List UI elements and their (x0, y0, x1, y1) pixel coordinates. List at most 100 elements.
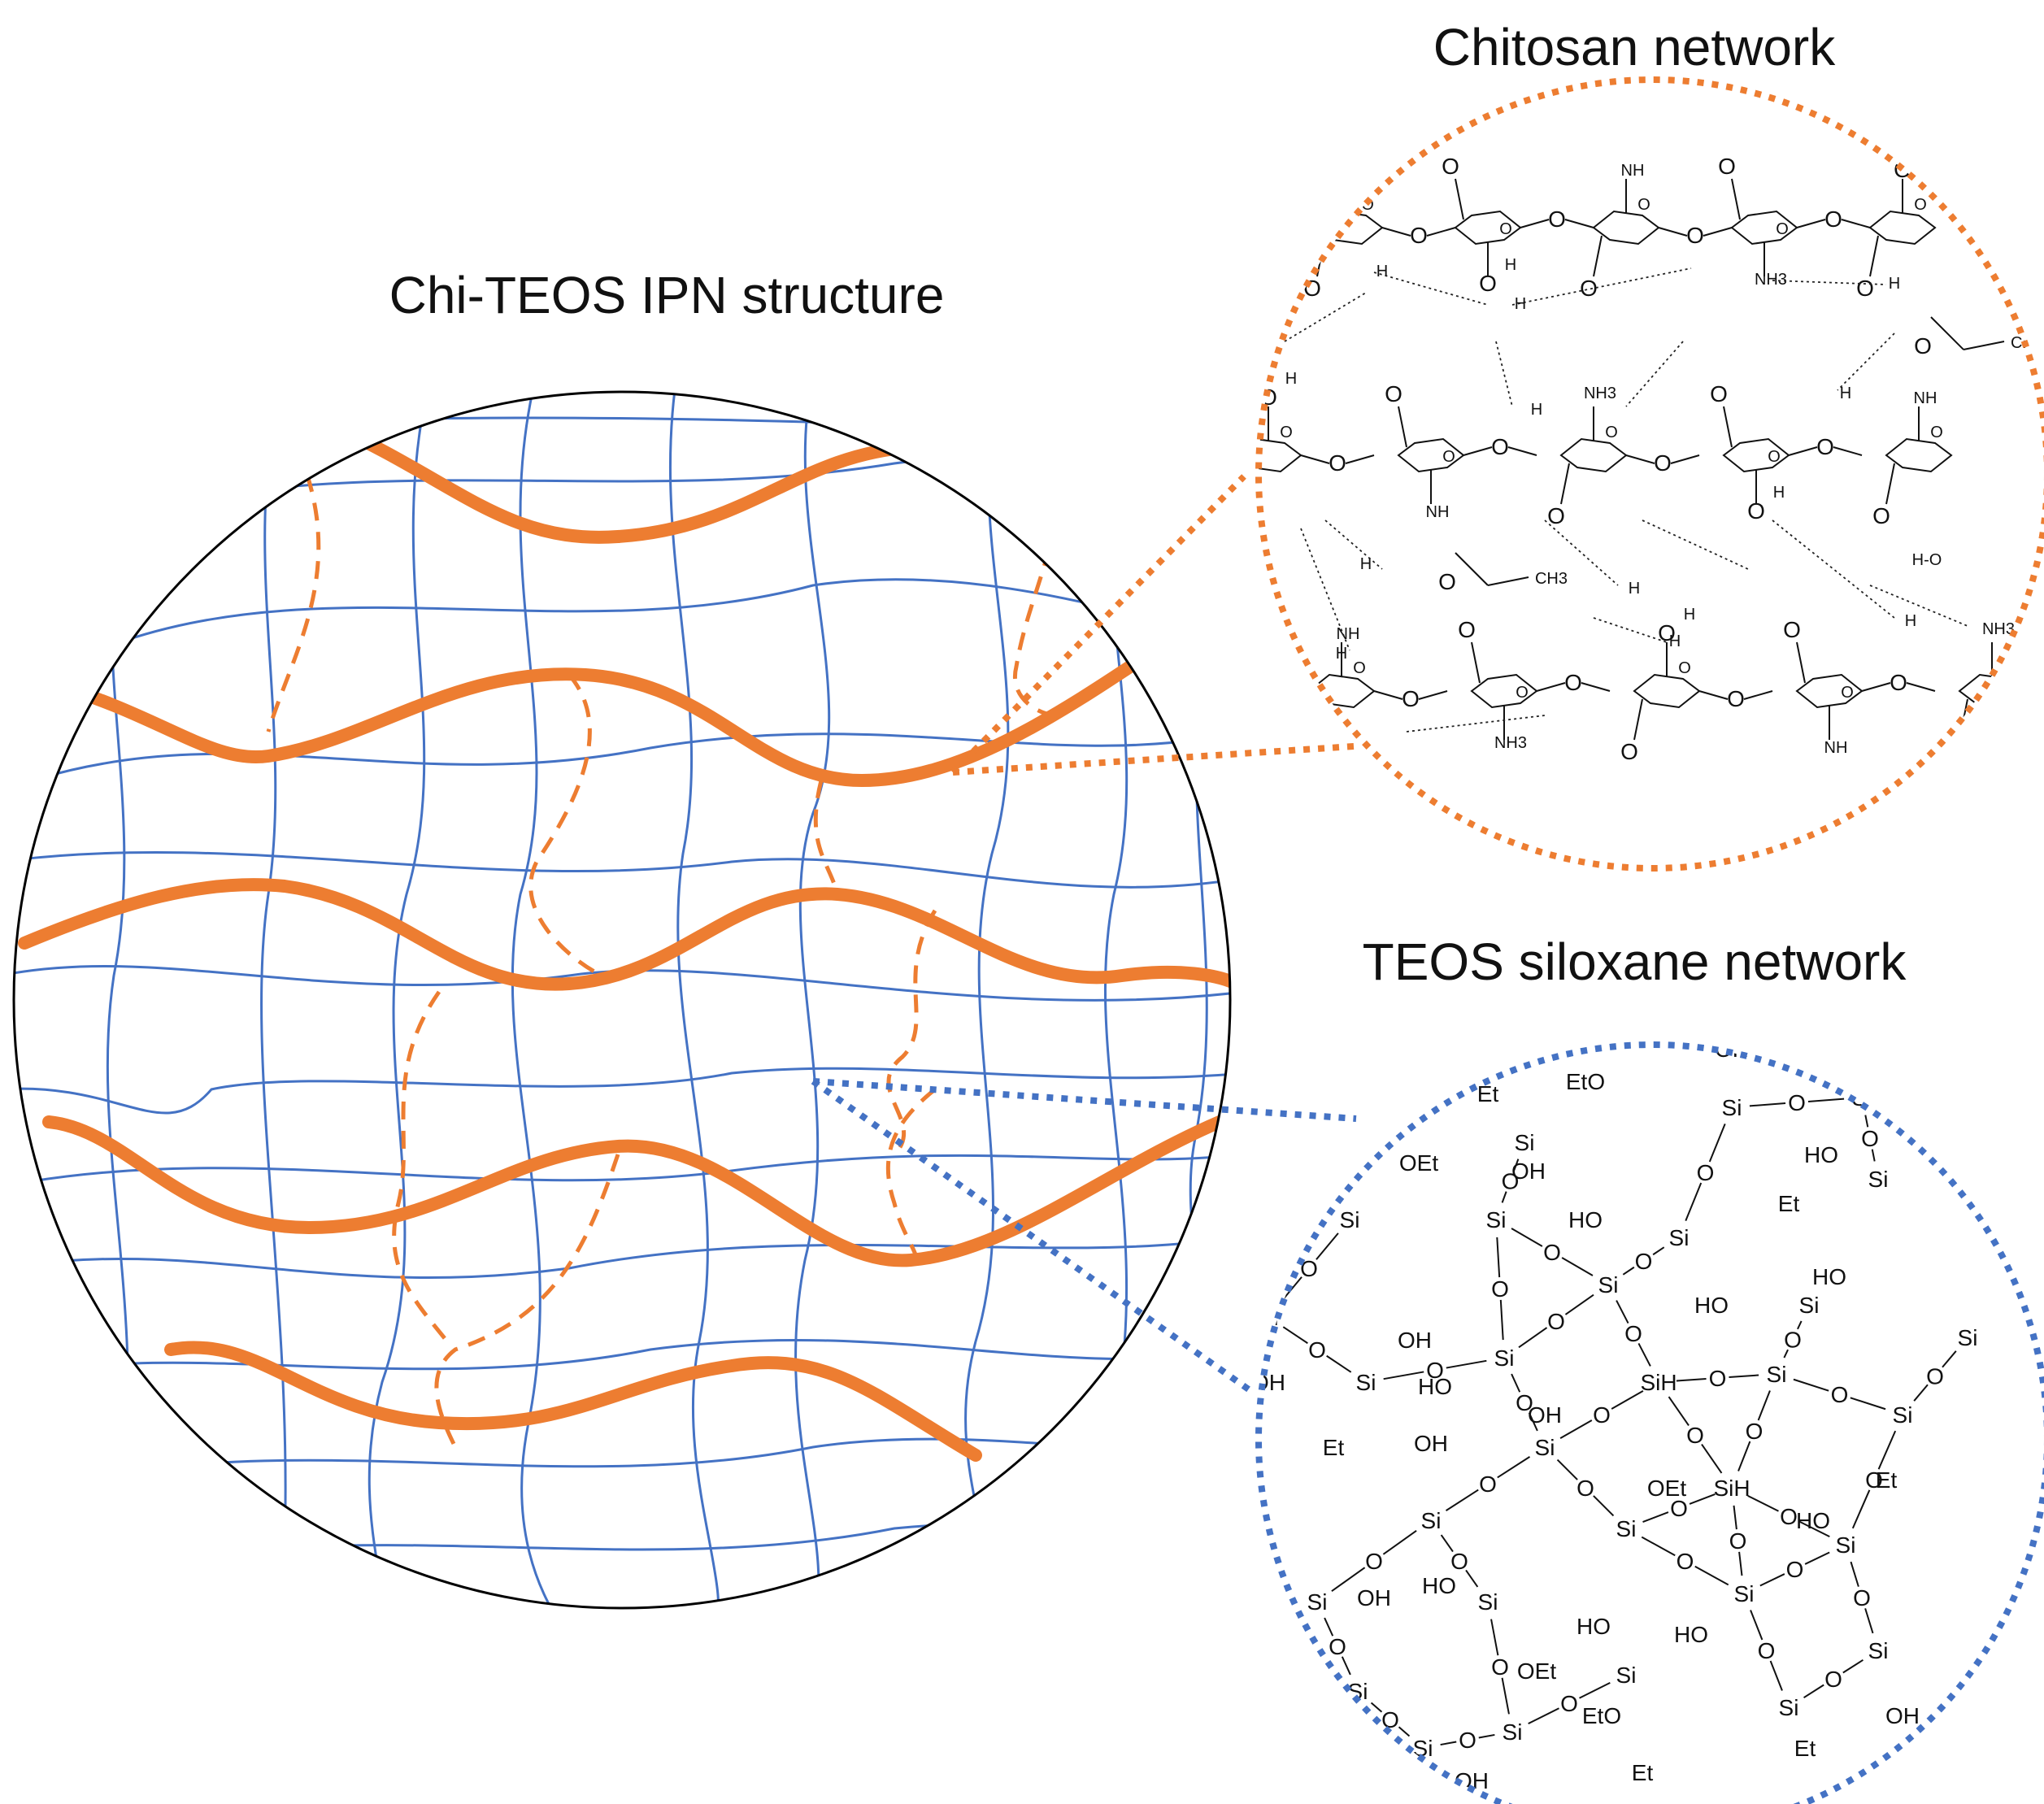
siloxane-strand (14, 850, 1230, 889)
hydrogen-bond (1284, 292, 1367, 342)
si-o-bond (1864, 1115, 1869, 1128)
ring-oxygen: O (1768, 448, 1781, 466)
glycosidic-bond (1625, 454, 1655, 464)
glycosidic-bond (1796, 219, 1826, 228)
glycosidic-bond (1743, 690, 1773, 700)
si-o-bond (1513, 1158, 1520, 1171)
siloxane-strand (794, 392, 831, 1608)
acetyl-bond (1963, 341, 2005, 350)
silanol-group: OH (1528, 1402, 1562, 1428)
siloxane-oxygen: O (1491, 1276, 1509, 1302)
ring-oxygen: O (1841, 684, 1854, 702)
si-o-bond (1783, 1349, 1789, 1358)
siloxane-oxygen: O (1758, 1638, 1776, 1663)
ammonium-group: NH3 (1494, 734, 1527, 752)
glycosidic-bond (1520, 219, 1550, 228)
ch2oh-bond (1633, 698, 1643, 741)
siloxane-strand (14, 1153, 1230, 1189)
silicon-atom: Si (1421, 1508, 1442, 1533)
si-o-bond (1564, 1293, 1594, 1315)
si-o-bond (1913, 1384, 1929, 1402)
ethoxy-group: OEt (1647, 1476, 1686, 1501)
ch2oh-oxygen: O (1856, 276, 1874, 301)
hbond-hydrogen: H (1336, 645, 1347, 663)
si-o-bond (1807, 1098, 1845, 1102)
ring-oxygen: O (1280, 424, 1293, 441)
silicon-atom: Si (1767, 1362, 1787, 1387)
ethoxy-group: EtO (1582, 1703, 1621, 1728)
si-o-bond (1445, 1489, 1479, 1511)
silicon-atom: Si (1669, 1225, 1690, 1250)
glycosidic-bond (1381, 227, 1411, 237)
ch2oh-oxygen: O (1872, 503, 1890, 528)
si-o-bond (1804, 1551, 1830, 1565)
chitosan-crosslink (886, 909, 937, 1156)
ring-oxygen: O (1930, 424, 1943, 441)
silicon-atom: Si (1356, 1370, 1376, 1395)
siloxane-oxygen: O (1824, 1667, 1842, 1692)
ch2oh-oxygen: O (1783, 617, 1801, 642)
glycosidic-oxygen: O (1727, 686, 1745, 711)
siloxane-oxygen: O (1560, 1691, 1578, 1716)
silicon-atom: Si (1799, 1293, 1820, 1318)
amide-nh: NH (1824, 739, 1848, 757)
glycosidic-bond (1581, 682, 1611, 692)
silicon-atom: Si (1868, 1167, 1889, 1192)
silicon-atom: Si (1535, 1435, 1555, 1460)
chitosan-crosslink (392, 990, 449, 1343)
si-o-bond (1759, 1573, 1785, 1587)
ch2oh-bond (1723, 406, 1733, 448)
siloxane-oxygen: O (1677, 1549, 1694, 1574)
ethyl-group: Et (1794, 1736, 1816, 1761)
ch2oh-oxygen: O (1303, 276, 1321, 301)
ch2oh-bond (1731, 178, 1741, 220)
glycosidic-oxygen: O (1548, 206, 1566, 232)
glucosamine-ring (1868, 210, 1937, 246)
hydroxyl-group: HO (1418, 1374, 1452, 1399)
siloxane-strand (511, 392, 563, 1608)
chitosan-molecule: OONH3OOOOHOOONHOOONH3OOOHOOOOHOOONHOOONH… (1222, 142, 2043, 764)
ipn-structure-circle (12, 390, 1232, 1610)
terminal-hydroxyl: H-O (1912, 551, 1942, 569)
si-o-bond (1749, 1102, 1786, 1107)
siloxane-oxygen: O (1479, 1471, 1497, 1497)
siloxane-oxygen: O (1300, 1256, 1318, 1281)
siloxane-oxygen: O (1308, 1337, 1326, 1363)
ch2oh-oxygen: O (1458, 617, 1476, 642)
hydrogen-bond (1593, 617, 1668, 643)
ch2oh-bond (1796, 641, 1806, 684)
hydrogen-bond (1642, 519, 1749, 570)
hydroxyl-group: HO (1576, 1614, 1611, 1639)
si-o-bond (1501, 1677, 1510, 1715)
si-o-bond (1579, 1681, 1611, 1699)
glycosidic-oxygen: O (1491, 434, 1509, 459)
si-o-bond (1797, 1320, 1803, 1330)
glycosidic-oxygen: O (1816, 434, 1834, 459)
siloxane-strand (14, 1067, 1230, 1115)
hydroxyl-group: HO (1694, 1293, 1729, 1318)
si-o-bond (1850, 1397, 1886, 1411)
acetyl-bond (1455, 552, 1489, 586)
si-o-bond (1282, 1326, 1308, 1345)
siloxane-oxygen: O (1926, 1364, 1944, 1389)
si-o-bond (1733, 1505, 1737, 1530)
si-o-bond (1652, 1246, 1665, 1256)
hydrogen-bond (1324, 519, 1383, 570)
si-o-bond (1465, 1569, 1479, 1588)
zoom-connectors (811, 474, 1357, 1395)
si-o-bond (1398, 1726, 1411, 1737)
hydroxyl-hydrogen: H (1684, 606, 1695, 624)
hbond-hydrogen: H (1360, 555, 1372, 573)
hydroxyl-hydrogen: H (1505, 256, 1516, 274)
hydroxyl-group: HO (1812, 1264, 1846, 1289)
si-o-bond (1842, 1658, 1864, 1674)
si-o-bond (1370, 1702, 1383, 1713)
siloxane-oxygen: O (1547, 1309, 1565, 1334)
siloxane-strand (1189, 666, 1208, 1383)
silicon-atom: Si (1958, 1325, 1978, 1350)
siloxane-oxygen: O (1365, 1549, 1383, 1574)
glycosidic-oxygen: O (1686, 223, 1704, 248)
ch2oh-oxygen: O (1222, 503, 1240, 528)
